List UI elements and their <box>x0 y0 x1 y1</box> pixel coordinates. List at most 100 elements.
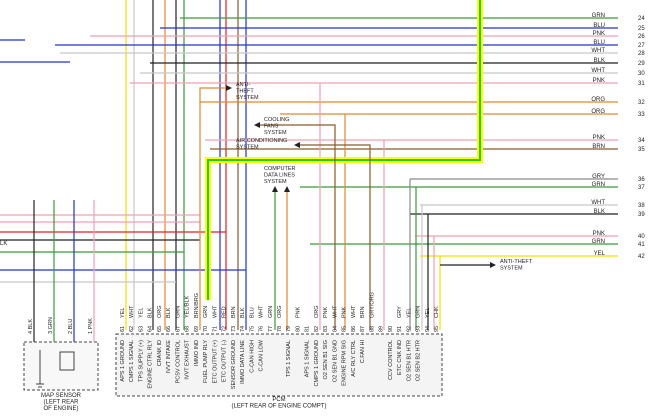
pcm-pin-function: ENGINE RPM SIG <box>342 340 348 386</box>
pcm-pin-function: CMPS 1 GROUND <box>314 340 320 386</box>
pcm-pin-color: GRN <box>175 306 181 318</box>
pcm-pin-number: 73 <box>231 326 237 332</box>
map-sensor-element <box>59 351 75 371</box>
cooling-arrow-icon <box>254 122 260 128</box>
right-wire-number: 35 <box>638 147 645 153</box>
pcm-pin-function: SENSOR GROUND <box>231 340 237 389</box>
pcm-pin-number: 67 <box>175 326 181 332</box>
pcm-pin-function: O2 SEN B1 SIG <box>323 340 329 379</box>
pcm-pin-color: BRN <box>231 306 237 318</box>
pcm-pin-function: C-CAN HIGH <box>249 340 255 373</box>
right-wire-color-label: PNK <box>593 231 605 237</box>
pcm-pin-color: GRY/ORG <box>369 292 375 318</box>
right-wire-color-label: BLU <box>593 23 605 29</box>
map-pin-label: 2 BLU <box>68 319 74 334</box>
pcm-pin-function: CRANK ID <box>157 340 163 366</box>
pcm-pin-color: BRN <box>360 306 366 318</box>
pcm-pin-color: WHT <box>129 305 135 318</box>
pcm-pin: 95 CHK <box>434 306 440 332</box>
right-wire-color-label: PNK <box>593 31 605 37</box>
cooling-wire <box>258 124 336 330</box>
pcm-pin-number: 92 <box>406 326 412 332</box>
pcm-pin-number: 76 <box>259 326 265 332</box>
right-wire-number: 36 <box>638 177 645 183</box>
pcm-pin-number: 82 <box>314 326 320 332</box>
pcm-pin-color: CHK <box>434 306 440 318</box>
map-pin-label: 3 GRN <box>48 317 54 334</box>
ac-wire <box>298 144 371 330</box>
pcm-pin-number: 69 <box>194 326 200 332</box>
right-wire-number: 34 <box>638 138 645 144</box>
pcm-pin-color: RED <box>222 306 228 318</box>
pcm-pin: 62 WHT CMPS 1 SIGNAL <box>129 305 135 382</box>
map-sensor-ground-icon <box>36 350 44 388</box>
map-pin-label: 1 PNK <box>88 318 94 334</box>
right-wire-color-label: GRN <box>592 13 605 19</box>
pcm-pin-number: 87 <box>360 326 366 332</box>
pcm-pin-number: 85 <box>342 326 348 332</box>
highlight-green-trace <box>207 0 481 300</box>
pcm-pin-function: CCV CONTROL <box>388 340 394 380</box>
pcm-pin-number: 79 <box>286 326 292 332</box>
right-wire-number: 27 <box>638 43 645 49</box>
right-wire-number: 25 <box>638 26 645 32</box>
pcm-pin-color: ORG <box>157 305 163 318</box>
pcm-pin-function: A/C RLY CTRL <box>351 340 357 377</box>
pcm-pin-function: CMPS 1 SIGNAL <box>129 340 135 382</box>
right-wire-number: 24 <box>638 16 645 22</box>
pcm-pin-color: GRN <box>268 306 274 318</box>
map-sensor-pins: 4 BLK 3 GRN 2 BLU 1 PNK <box>28 200 95 342</box>
pcm-pin-number: 81 <box>305 326 311 332</box>
pcm-pin-number: 62 <box>129 326 135 332</box>
right-wire-color-label: WHT <box>591 48 605 54</box>
map-sensor-body <box>23 341 99 391</box>
right-wire-number: 28 <box>638 51 645 57</box>
pcm-pin-function: TPS SUPPLY (+) <box>138 340 144 382</box>
pcm-pin-number: 61 <box>120 326 126 332</box>
pcm-pin-number: 72 <box>222 326 228 332</box>
pcm-pin-color: BRN/BRG <box>194 293 200 318</box>
pcm-pin-number: 95 <box>434 326 440 332</box>
right-wire-number: 29 <box>638 61 645 67</box>
pcm-pin-number: 93 <box>416 326 422 332</box>
pcm-pin-color: WHT <box>212 305 218 318</box>
right-wire-color-label: BLK <box>594 58 605 64</box>
left-wire-bundle <box>0 0 247 330</box>
right-wire-color-label: GRY <box>592 174 605 180</box>
right-wire-number: 26 <box>638 34 645 40</box>
right-wire-color-label: WHT <box>591 200 605 206</box>
pcm-pin-number: 94 <box>425 326 431 332</box>
pcm-pin: 89 <box>379 326 385 332</box>
pcm-pin-number: 88 <box>369 326 375 332</box>
pcm-pin-function: C-CAN LOW <box>259 339 265 371</box>
map-pin-label: 4 BLK <box>28 319 34 334</box>
right-wire-number: 37 <box>638 185 645 191</box>
right-wire-number: 41 <box>638 242 645 248</box>
pcm-pin-number: 91 <box>397 326 403 332</box>
data-high-arrow-icon <box>272 186 278 192</box>
pcm-pin-function: O2 SEN B2 HTR <box>416 340 422 381</box>
